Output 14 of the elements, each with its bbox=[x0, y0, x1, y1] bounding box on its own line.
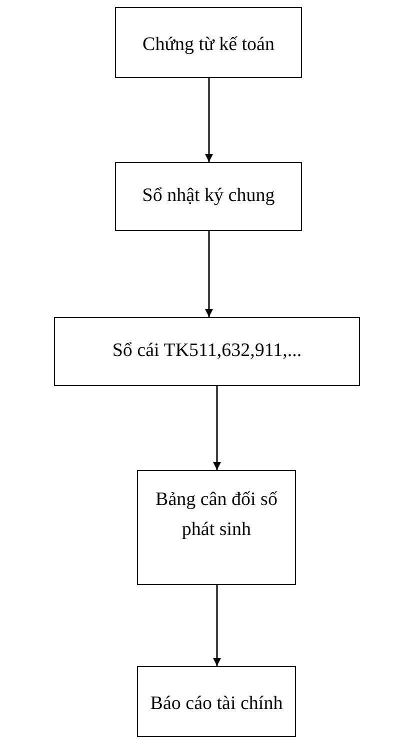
arrow bbox=[213, 386, 221, 470]
box-label: Chứng từ kế toán bbox=[142, 33, 276, 57]
box-label: Bảng cân đối số phát sinh bbox=[154, 488, 278, 542]
process-box bbox=[115, 7, 302, 78]
arrow bbox=[213, 585, 221, 666]
process-box bbox=[115, 162, 302, 231]
box-label: Sổ cái TK511,632,911,... bbox=[111, 339, 303, 363]
process-box bbox=[54, 317, 360, 386]
arrow bbox=[205, 78, 213, 162]
box-label: Sổ nhật ký chung bbox=[141, 184, 276, 208]
process-box bbox=[137, 470, 296, 585]
box-label: Báo cáo tài chính bbox=[149, 692, 284, 716]
process-box bbox=[137, 666, 296, 737]
arrow bbox=[205, 231, 213, 317]
